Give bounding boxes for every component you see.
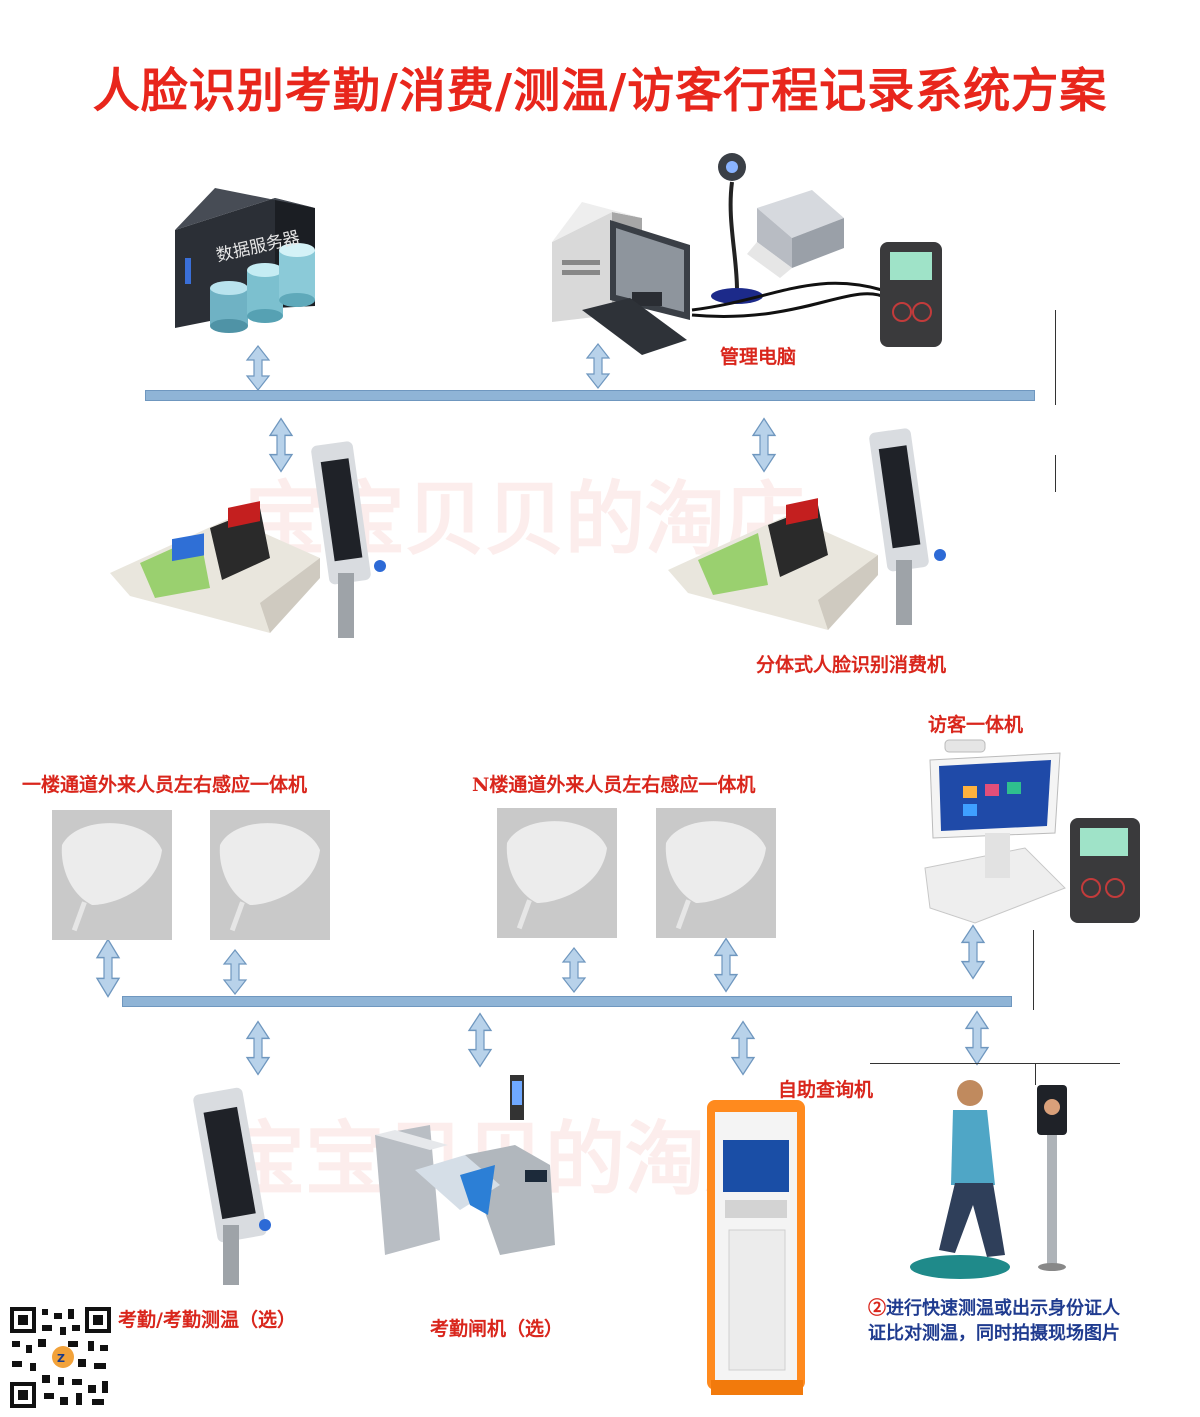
divider-line <box>870 1063 1120 1064</box>
face-consumer-set-left-icon <box>110 441 386 638</box>
management-pc-icon <box>552 153 942 355</box>
walking-person-icon <box>910 1080 1067 1279</box>
sensor-icon <box>656 808 776 938</box>
split-face-consumer-label: 分体式人脸识别消费机 <box>756 654 947 676</box>
data-server-icon <box>175 188 315 333</box>
visitor-machine-icon <box>924 739 1140 924</box>
face-consumer-set-right-icon <box>668 428 946 630</box>
attendance-terminal-icon <box>193 1087 271 1285</box>
floorN-sensor-label: N楼通道外来人员左右感应一体机 <box>472 774 756 796</box>
floor1-sensor-label: 一楼通道外来人员左右感应一体机 <box>22 774 308 796</box>
page-title: 人脸识别考勤/消费/测温/访客行程记录系统方案 <box>92 64 1108 119</box>
divider-line <box>1055 455 1056 492</box>
attendance-label: 考勤/考勤测温（选） <box>118 1309 296 1331</box>
self-query-label: 自助查询机 <box>778 1079 874 1101</box>
gate-icon <box>375 1075 555 1255</box>
network-bus-bottom <box>122 996 1012 1007</box>
sensor-icon <box>52 810 172 940</box>
management-pc-label: 管理电脑 <box>720 346 797 368</box>
visitor-machine-label: 访客一体机 <box>928 714 1024 736</box>
sensor-icon <box>210 810 330 940</box>
divider-line <box>1055 310 1056 405</box>
note-text: 进行快速测温或出示身份证人证比对测温，同时拍摄现场图片 <box>868 1298 1120 1344</box>
sensor-icon <box>497 808 617 938</box>
gate-label: 考勤闸机（选） <box>430 1318 564 1340</box>
temperature-note: ②进行快速测温或出示身份证人证比对测温，同时拍摄现场图片 <box>868 1296 1123 1346</box>
divider-line <box>1033 930 1034 1010</box>
divider-line <box>1035 1063 1036 1085</box>
qr-code-icon: Z <box>8 1305 113 1410</box>
network-bus-top <box>145 390 1035 401</box>
svg-text:Z: Z <box>57 1352 65 1365</box>
note-number: ② <box>868 1298 886 1319</box>
self-query-kiosk-icon <box>707 1100 805 1395</box>
